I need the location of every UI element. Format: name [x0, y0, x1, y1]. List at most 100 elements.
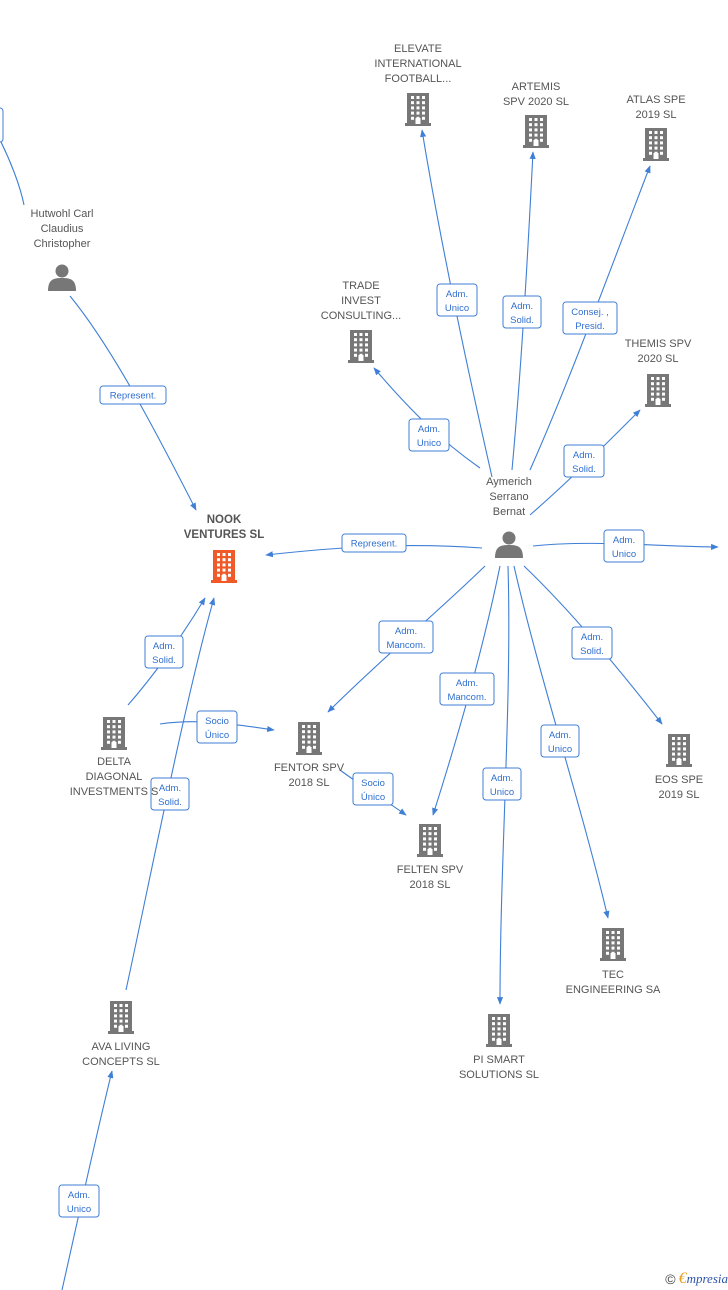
edge-label-text: Mancom.	[386, 640, 425, 651]
node-label: Christopher	[34, 238, 91, 250]
edge-label-text: Solid.	[158, 797, 182, 808]
edge-line	[61, 1070, 114, 1290]
edge-delta-nook: Adm. Solid.	[127, 597, 206, 706]
edge-aym-de: Adm.Unico	[532, 529, 719, 563]
edge-label-box[interactable]	[502, 295, 542, 329]
edge-label-text: Consej. ,	[571, 307, 609, 318]
node-trade[interactable]: TRADE INVEST CONSULTING...	[321, 280, 401, 363]
node-label: CONCEPTS SL	[82, 1056, 160, 1068]
node-label: CONSULTING...	[321, 310, 401, 322]
edge-label-text: Represent.	[110, 391, 156, 402]
nodes-layer: NOOK VENTURES SL Hutwohl CarlClaudiusChris…	[31, 43, 704, 1081]
edge-label-box[interactable]	[408, 418, 450, 452]
edge-label-box[interactable]	[341, 533, 407, 553]
edge-label-box[interactable]	[352, 772, 394, 806]
node-label: 2019 SL	[636, 109, 677, 121]
edge-aym-tec: Adm. Unico	[513, 565, 610, 919]
node-label: EOS SPE	[655, 774, 703, 786]
node-label: FOOTBALL...	[385, 73, 452, 85]
edge-label-box[interactable]	[58, 1184, 100, 1218]
edge-aym-eos: Adm.Solid.	[523, 565, 663, 725]
edge-label-box[interactable]	[0, 107, 4, 143]
edge-label-box[interactable]	[378, 620, 434, 654]
edge-label-text: Adm.	[573, 450, 595, 461]
node-label: INVEST	[341, 295, 381, 307]
edge-label-text: Unico	[548, 744, 572, 755]
edge-bottom-ava: Adm.Unico	[58, 1070, 114, 1290]
node-label: ELEVATE	[394, 43, 442, 55]
node-label: TEC	[602, 969, 624, 981]
node-label: Hutwohl Carl	[31, 208, 94, 220]
node-label: VENTURES SL	[184, 529, 265, 541]
edge-label-box[interactable]	[482, 767, 522, 801]
edge-label-text: Adm.	[68, 1190, 90, 1201]
brand-logo[interactable]: €mpresia	[678, 1270, 728, 1287]
building-icon	[666, 734, 692, 767]
edge-label-box[interactable]	[144, 635, 184, 669]
building-icon	[348, 330, 374, 363]
building-icon	[645, 374, 671, 407]
edge-label-box[interactable]	[540, 724, 580, 758]
building-icon	[643, 128, 669, 161]
edge-label-box[interactable]	[562, 301, 618, 335]
node-elevate[interactable]: ELEVATE INTERNATIONAL FOOTBALL...	[374, 43, 462, 126]
node-label: FENTOR SPV	[274, 762, 345, 774]
edge-label-text: Adm.	[159, 783, 181, 794]
edge-label-box[interactable]	[99, 385, 167, 405]
edge-label-text: Unico	[612, 549, 636, 560]
edge-line	[373, 367, 481, 469]
edge-label-box[interactable]	[563, 444, 605, 478]
edge-aym-fentor: Adm. Mancom.	[327, 565, 486, 713]
edge-aym-trade: Adm.Unico	[373, 367, 481, 469]
person-icon	[48, 264, 76, 291]
node-nook[interactable]: NOOK VENTURES SL	[184, 514, 265, 583]
edge-label-text: Socio	[205, 716, 229, 727]
node-label: NOOK	[207, 514, 242, 526]
edge-label-box[interactable]	[436, 283, 478, 317]
node-label: DELTA	[97, 756, 131, 768]
edge-line	[0, 139, 25, 206]
node-label: THEMIS SPV	[625, 338, 692, 350]
edge-label-text: Solid.	[152, 655, 176, 666]
node-label: TRADE	[342, 280, 379, 292]
building-icon	[600, 928, 626, 961]
copyright-symbol: ©	[665, 1271, 676, 1287]
node-fentor[interactable]: FENTOR SPV 2018 SL	[274, 722, 345, 789]
edge-label-text: Solid.	[510, 315, 534, 326]
node-label: ATLAS SPE	[626, 94, 685, 106]
building-icon	[108, 1001, 134, 1034]
node-label: SOLUTIONS SL	[459, 1069, 539, 1081]
node-atlas[interactable]: ATLAS SPE 2019 SL	[626, 94, 686, 161]
node-label: FELTEN SPV	[397, 864, 464, 876]
edge-label-text: Presid.	[575, 321, 605, 332]
node-label: SPV 2020 SL	[503, 96, 569, 108]
node-label: Bernat	[493, 506, 525, 518]
edge-label-box[interactable]	[571, 626, 613, 660]
edge-label-text: Adm.	[418, 424, 440, 435]
edge-label-text: Solid.	[572, 464, 596, 475]
edge-label-text: Adm.	[153, 641, 175, 652]
edge-label-text: Adm.	[446, 289, 468, 300]
edge-label-box[interactable]	[439, 672, 495, 706]
edge-label-text: Represent.	[351, 539, 397, 550]
edge-aym-pismart: Adm.Unico	[482, 565, 522, 1005]
watermark: © €mpresia	[665, 1270, 728, 1288]
edge-label-box[interactable]	[150, 777, 190, 811]
node-label: INTERNATIONAL	[374, 58, 461, 70]
edge-label-text: Adm.	[549, 730, 571, 741]
edge-label-box[interactable]	[196, 710, 238, 744]
edge-label-box[interactable]	[603, 529, 645, 563]
node-label: 2018 SL	[289, 777, 330, 789]
edge-label-text: Adm.	[456, 678, 478, 689]
